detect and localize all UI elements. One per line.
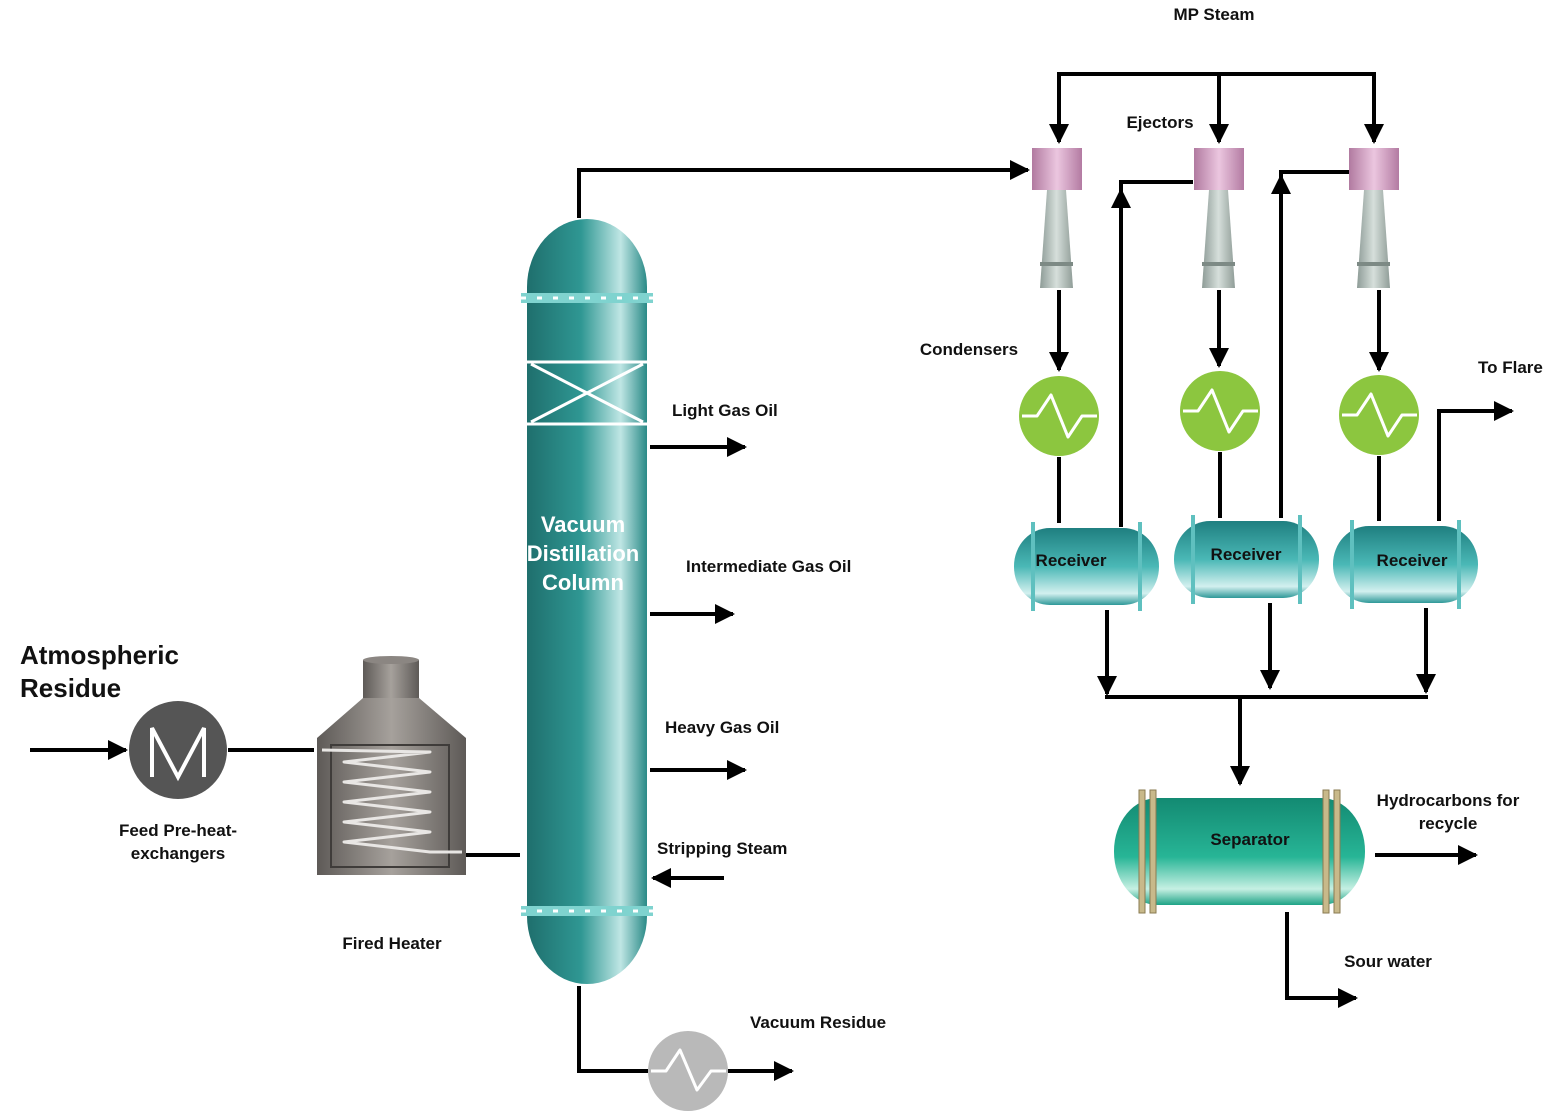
vacuum-residue-label: Vacuum Residue xyxy=(750,1013,886,1032)
preheat-label-line1: Feed Pre-heat- xyxy=(119,821,237,840)
receiver2-vapor-line xyxy=(1279,170,1350,518)
sour-water-arrow xyxy=(1285,912,1358,1008)
column-title-line3: Column xyxy=(542,570,624,595)
overhead-vapor-line xyxy=(577,160,1030,218)
furnace-icon xyxy=(317,656,466,875)
feed-preheat-exchanger xyxy=(129,701,227,799)
separator-label: Separator xyxy=(1210,830,1290,849)
heavy-gas-oil-label: Heavy Gas Oil xyxy=(665,718,779,737)
hydrocarbons-label-line1: Hydrocarbons for xyxy=(1377,791,1520,810)
light-gas-oil-label: Light Gas Oil xyxy=(672,401,778,420)
receiver-3-label: Receiver xyxy=(1377,551,1448,570)
ejectors-label: Ejectors xyxy=(1126,113,1193,132)
vacuum-distillation-column: Vacuum Distillation Column xyxy=(521,219,653,984)
mp-steam-header xyxy=(1057,72,1376,140)
receiver-2-label: Receiver xyxy=(1211,545,1282,564)
to-flare-arrow xyxy=(1437,401,1514,521)
condenser-3 xyxy=(1339,375,1419,455)
fired-heater-label: Fired Heater xyxy=(342,934,442,953)
to-flare-label: To Flare xyxy=(1478,358,1543,377)
receiver-1: Receiver xyxy=(1014,522,1159,611)
fired-heater xyxy=(317,656,466,875)
ejector-1 xyxy=(1032,148,1082,288)
condensers-label: Condensers xyxy=(920,340,1018,359)
column-title-line1: Vacuum xyxy=(541,512,625,537)
process-lines xyxy=(30,72,1514,1081)
bottoms-line xyxy=(577,986,648,1073)
ejector-icon xyxy=(1194,148,1244,288)
column-title-line2: Distillation xyxy=(527,541,639,566)
stream-labels: Atmospheric Residue Feed Pre-heat- excha… xyxy=(20,5,1543,1032)
hydrocarbons-label-line2: recycle xyxy=(1419,814,1478,833)
intermediate-gas-oil-label: Intermediate Gas Oil xyxy=(686,557,851,576)
receiver-2: Receiver xyxy=(1174,515,1319,604)
ejector-2 xyxy=(1194,148,1244,288)
bottoms-cooler xyxy=(648,1031,728,1111)
receiver-3: Receiver xyxy=(1333,520,1478,609)
sour-water-label: Sour water xyxy=(1344,952,1432,971)
feed-label-line1: Atmospheric xyxy=(20,640,179,670)
m-exchanger-icon xyxy=(129,701,227,799)
preheat-label-line2: exchangers xyxy=(131,844,226,863)
packing-bed xyxy=(527,360,647,426)
ejector-icon xyxy=(1349,148,1399,288)
mp-steam-label: MP Steam xyxy=(1174,5,1255,24)
condenser-2 xyxy=(1180,371,1260,451)
condenser-1 xyxy=(1019,376,1099,456)
ejector-icon xyxy=(1032,148,1082,288)
ejector-3 xyxy=(1349,148,1399,288)
feed-label-line2: Residue xyxy=(20,673,121,703)
receiver1-vapor-line xyxy=(1119,180,1193,527)
separator: Separator xyxy=(1114,789,1365,914)
receiver-1-label: Receiver xyxy=(1036,551,1107,570)
stripping-steam-label: Stripping Steam xyxy=(657,839,787,858)
